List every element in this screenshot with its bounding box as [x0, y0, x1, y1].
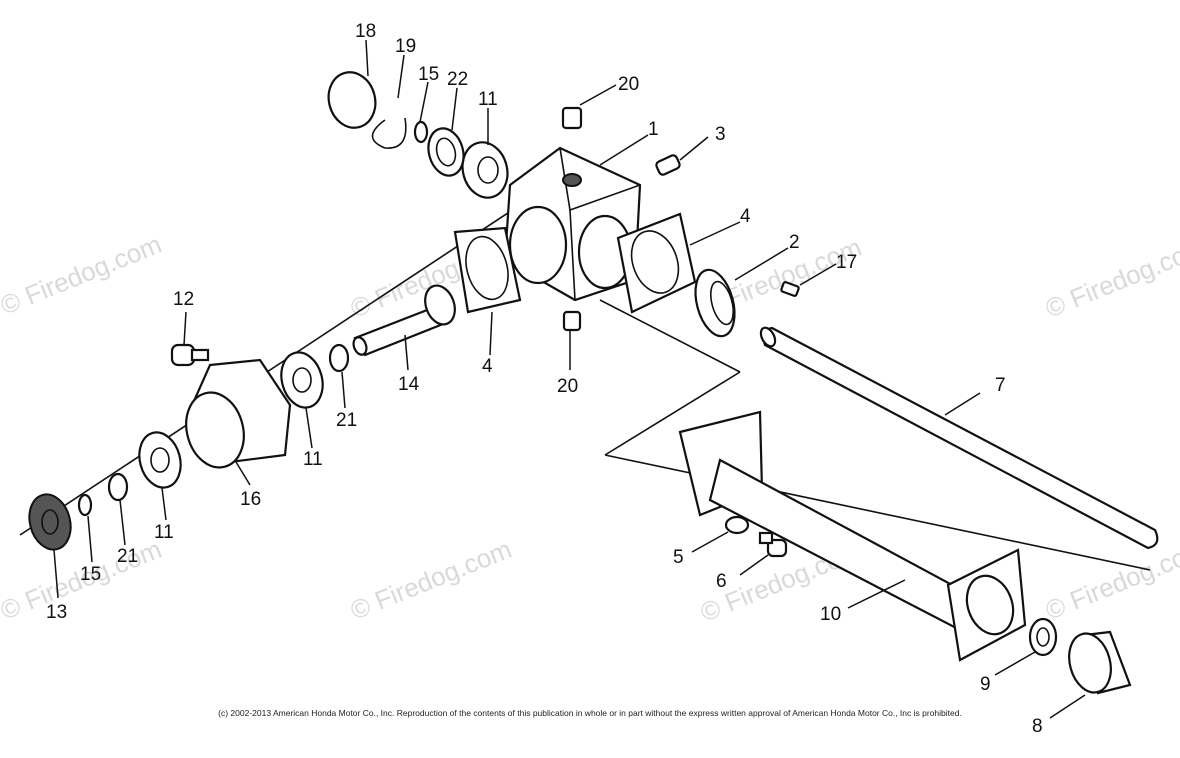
label-11: 11	[478, 89, 498, 110]
label-13: 13	[46, 602, 67, 623]
cap-part-13	[28, 493, 72, 551]
label-12: 12	[173, 289, 194, 310]
shaft-part-14	[352, 284, 456, 357]
pin-part-3	[655, 154, 681, 176]
leader-lines	[53, 39, 1086, 719]
watermark: © Firedog.com	[1041, 232, 1180, 324]
label-18: 18	[355, 21, 376, 42]
label-8: 8	[1032, 716, 1043, 737]
label-2: 2	[789, 232, 800, 253]
washer-part-5	[724, 515, 750, 535]
label-14: 14	[398, 374, 420, 395]
key-part-17	[780, 281, 800, 297]
label-20: 20	[618, 74, 639, 95]
label-4: 4	[740, 206, 751, 227]
label-4: 4	[482, 356, 493, 377]
label-6: 6	[716, 571, 727, 592]
label-16: 16	[240, 489, 261, 510]
label-22: 22	[447, 69, 468, 90]
shaft-part-7	[759, 326, 1159, 550]
tube-part-10	[678, 410, 1027, 662]
label-7: 7	[995, 375, 1006, 396]
watermark: © Firedog.com	[1041, 534, 1180, 626]
copyright-notice: (c) 2002-2013 American Honda Motor Co., …	[218, 708, 962, 718]
plug-part-20	[561, 106, 583, 332]
label-17: 17	[836, 252, 857, 273]
bearing-part-9	[1028, 617, 1058, 657]
label-20: 20	[557, 376, 578, 397]
label-1: 1	[648, 119, 659, 140]
bolt-part-6	[758, 531, 788, 558]
label-5: 5	[673, 547, 684, 568]
washer-parts	[77, 71, 465, 517]
bevel-gear-part-2	[694, 268, 736, 338]
label-11: 11	[154, 522, 174, 543]
label-11: 11	[303, 449, 323, 470]
label-9: 9	[980, 674, 991, 695]
label-21: 21	[336, 410, 357, 431]
label-10: 10	[820, 604, 841, 625]
label-19: 19	[395, 36, 416, 57]
bearing-part-11	[138, 141, 509, 489]
part-labels: 18 19 15 22 11 20 1 3 4 2 17 12 14 4 20 …	[46, 21, 1043, 737]
gearbox-housing-part-1	[503, 146, 642, 302]
label-21: 21	[117, 546, 138, 567]
label-15: 15	[418, 64, 439, 85]
bolt-part-12	[170, 343, 210, 367]
label-15: 15	[80, 564, 101, 585]
cover-part-16	[185, 358, 292, 469]
watermark: © Firedog.com	[0, 229, 166, 321]
label-3: 3	[715, 124, 726, 145]
gasket-part-4	[453, 212, 697, 314]
watermark: © Firedog.com	[346, 534, 516, 626]
cap-part-8	[1068, 630, 1132, 695]
